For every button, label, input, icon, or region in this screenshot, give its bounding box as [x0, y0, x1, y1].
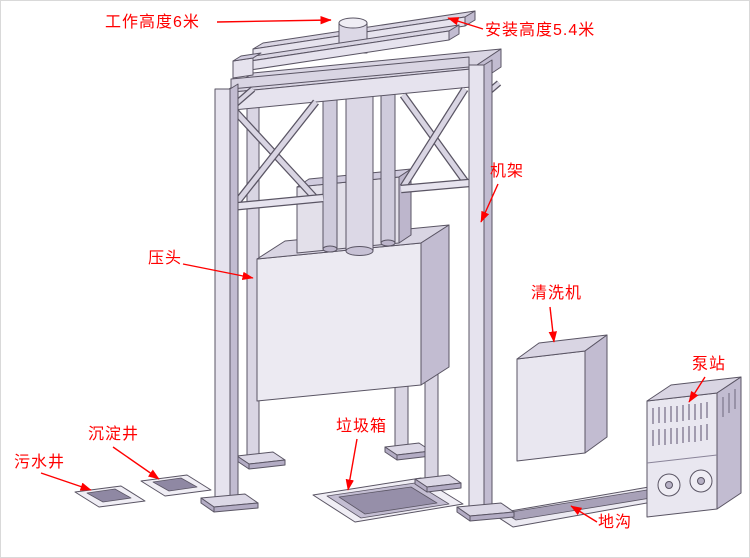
label-frame: 机架	[490, 163, 525, 180]
frame-front-right-leg	[456, 59, 515, 522]
arrow-garbage-bin	[345, 438, 358, 491]
arrow-trench	[570, 505, 598, 523]
top-rails	[232, 10, 476, 79]
sewage-well	[74, 485, 146, 508]
sediment-well	[140, 474, 212, 497]
arrow-install-height	[447, 17, 484, 30]
cleaning-machine	[516, 334, 608, 462]
label-pump-station: 泵站	[692, 356, 727, 373]
arrow-pump-station	[688, 376, 706, 403]
pump-side-vents	[722, 389, 736, 417]
pump-vent-slots	[652, 402, 708, 446]
arrow-press-head	[182, 263, 254, 281]
arrow-sewage-well	[40, 472, 92, 491]
arrow-washer	[548, 306, 557, 343]
arrow-working-height	[216, 15, 332, 25]
arrow-frame	[480, 183, 499, 223]
label-garbage-bin: 垃圾箱	[336, 418, 388, 435]
hydraulic-rods	[322, 90, 396, 256]
label-install-height: 安装高度5.4米	[485, 22, 596, 39]
frame-front-left-leg	[200, 83, 259, 513]
label-sediment-well: 沉淀井	[88, 426, 140, 443]
label-sewage-well: 污水井	[14, 454, 66, 471]
pump-station	[646, 376, 742, 518]
label-washer: 清洗机	[531, 285, 583, 302]
annotation-arrows	[40, 15, 706, 523]
label-working-height: 工作高度6米	[105, 14, 200, 31]
label-press-head: 压头	[148, 250, 183, 267]
label-trench: 地沟	[598, 514, 633, 531]
arrow-sediment-well	[112, 446, 160, 480]
ground-trench	[492, 486, 670, 528]
